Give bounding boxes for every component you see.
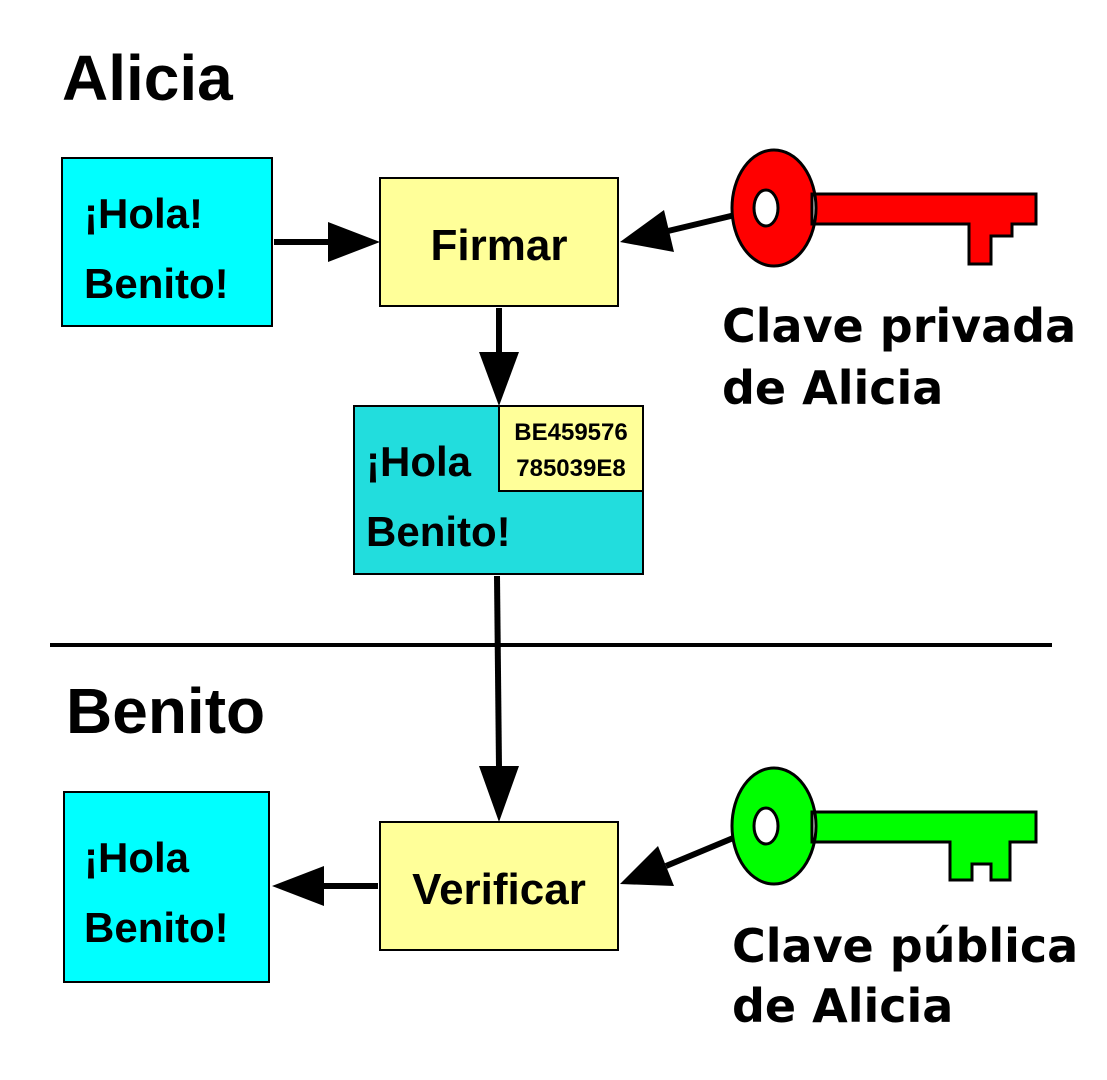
arrow-signed-message-to-verify [479,575,519,822]
arrow-sign-to-signed-message [479,308,519,406]
private-key-label-line2: de Alicia [722,361,943,415]
private-key-icon [730,148,1038,268]
public-key-label-line2: de Alicia [732,979,953,1033]
signed-message-line1: ¡Hola [366,438,472,485]
signature-line1: BE459576 [514,419,627,446]
original-message-line1: ¡Hola! [84,190,203,237]
original-message-line2: Benito! [84,260,229,307]
public-key-label-line1: Clave pública [732,919,1078,973]
section-title-receiver: Benito [66,675,265,747]
private-key-label-line1: Clave privada [722,299,1076,353]
section-title-sender: Alicia [62,42,233,114]
verify-process-label: Verificar [412,865,586,914]
signature-box [498,405,644,492]
signature-line2: 785039E8 [516,455,625,482]
verify-process-box: Verificar [379,821,619,951]
arrow-private-key-to-sign [620,210,736,252]
received-message-line1: ¡Hola [84,834,190,881]
signed-message-box: ¡Hola Benito! BE459576 785039E8 [353,405,644,575]
sign-process-label: Firmar [431,221,568,270]
arrow-message-to-sign [274,222,380,262]
arrow-public-key-to-verify [620,833,740,886]
original-message-box: ¡Hola! Benito! [61,157,273,327]
public-key-icon [730,766,1038,886]
received-message-box: ¡Hola Benito! [63,791,270,983]
signed-message-line2: Benito! [366,508,511,555]
received-message-line2: Benito! [84,904,229,951]
sign-process-box: Firmar [379,177,619,307]
arrow-verify-to-received-message [272,866,378,906]
